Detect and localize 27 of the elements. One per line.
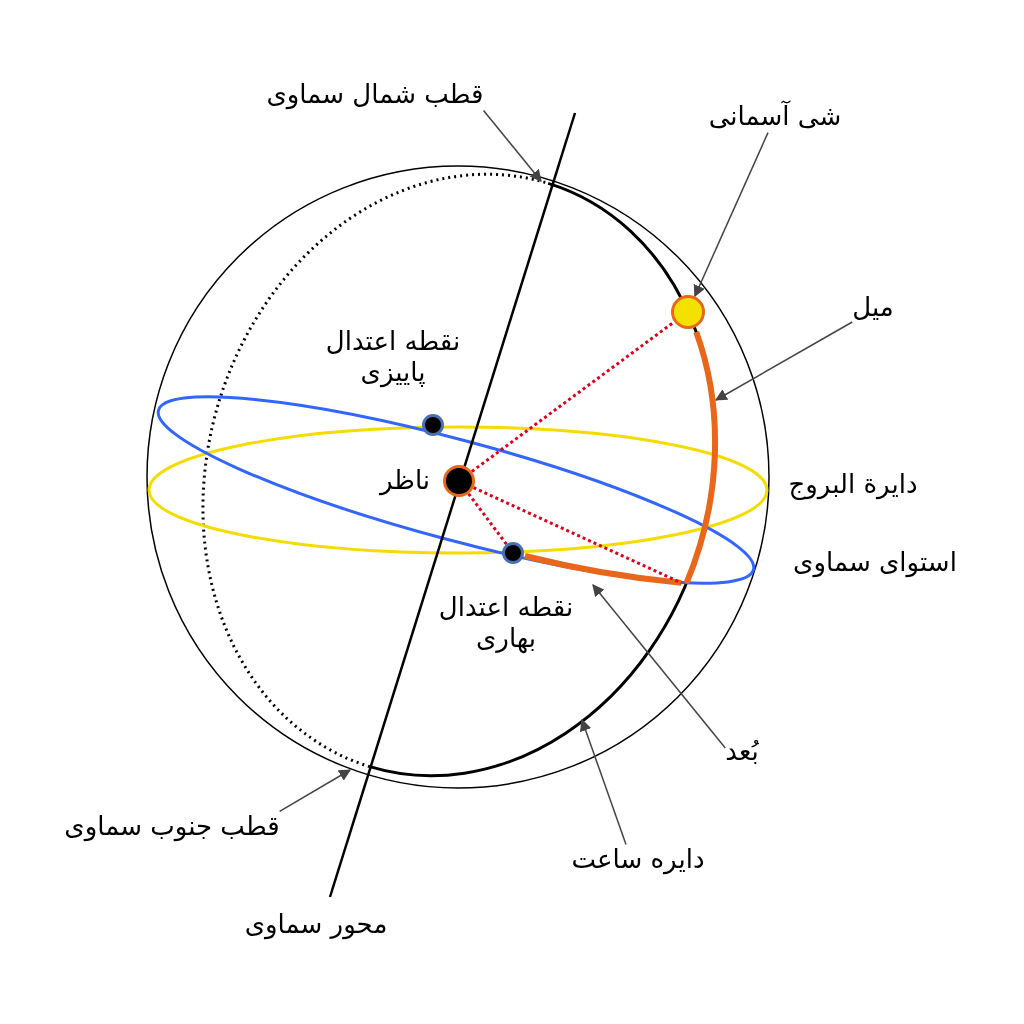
point-label: ناظر: [379, 465, 431, 497]
declination-arc: [683, 331, 719, 585]
right-ascension-arc: [524, 553, 682, 586]
leader-arrow: [693, 131, 769, 298]
dotted-line: [470, 320, 676, 473]
leader-arrow: [592, 584, 727, 749]
observer-marker: [443, 465, 475, 497]
dotted-line: [472, 486, 682, 585]
point-label: نقطه اعتدال پاییزی: [324, 325, 462, 389]
leader-arrow: [714, 321, 853, 401]
callout-label: میل: [852, 292, 894, 324]
diagram-label: دایرة البروج: [788, 469, 918, 501]
diagram-label: محور سماوی: [244, 909, 388, 941]
callout-label: قطب جنوب سماوی: [64, 811, 280, 843]
diagram-label: استوای سماوی: [793, 547, 957, 579]
equinox-point: [422, 414, 444, 436]
diagram-label: نقطه اعتدال بهاری: [437, 591, 575, 655]
callout-label: دایره ساعت: [571, 844, 705, 876]
callout-label: قطب شمال سماوی: [266, 79, 484, 111]
callout-label: شی آسمانی: [708, 101, 842, 133]
celestial-object-marker: [670, 294, 705, 329]
leader-arrow: [278, 769, 352, 813]
leader-arrow: [482, 109, 542, 182]
equinox-point: [502, 542, 524, 564]
leader-arrow: [579, 718, 627, 846]
dotted-line: [467, 492, 508, 546]
callout-label: بُعد: [725, 736, 759, 768]
